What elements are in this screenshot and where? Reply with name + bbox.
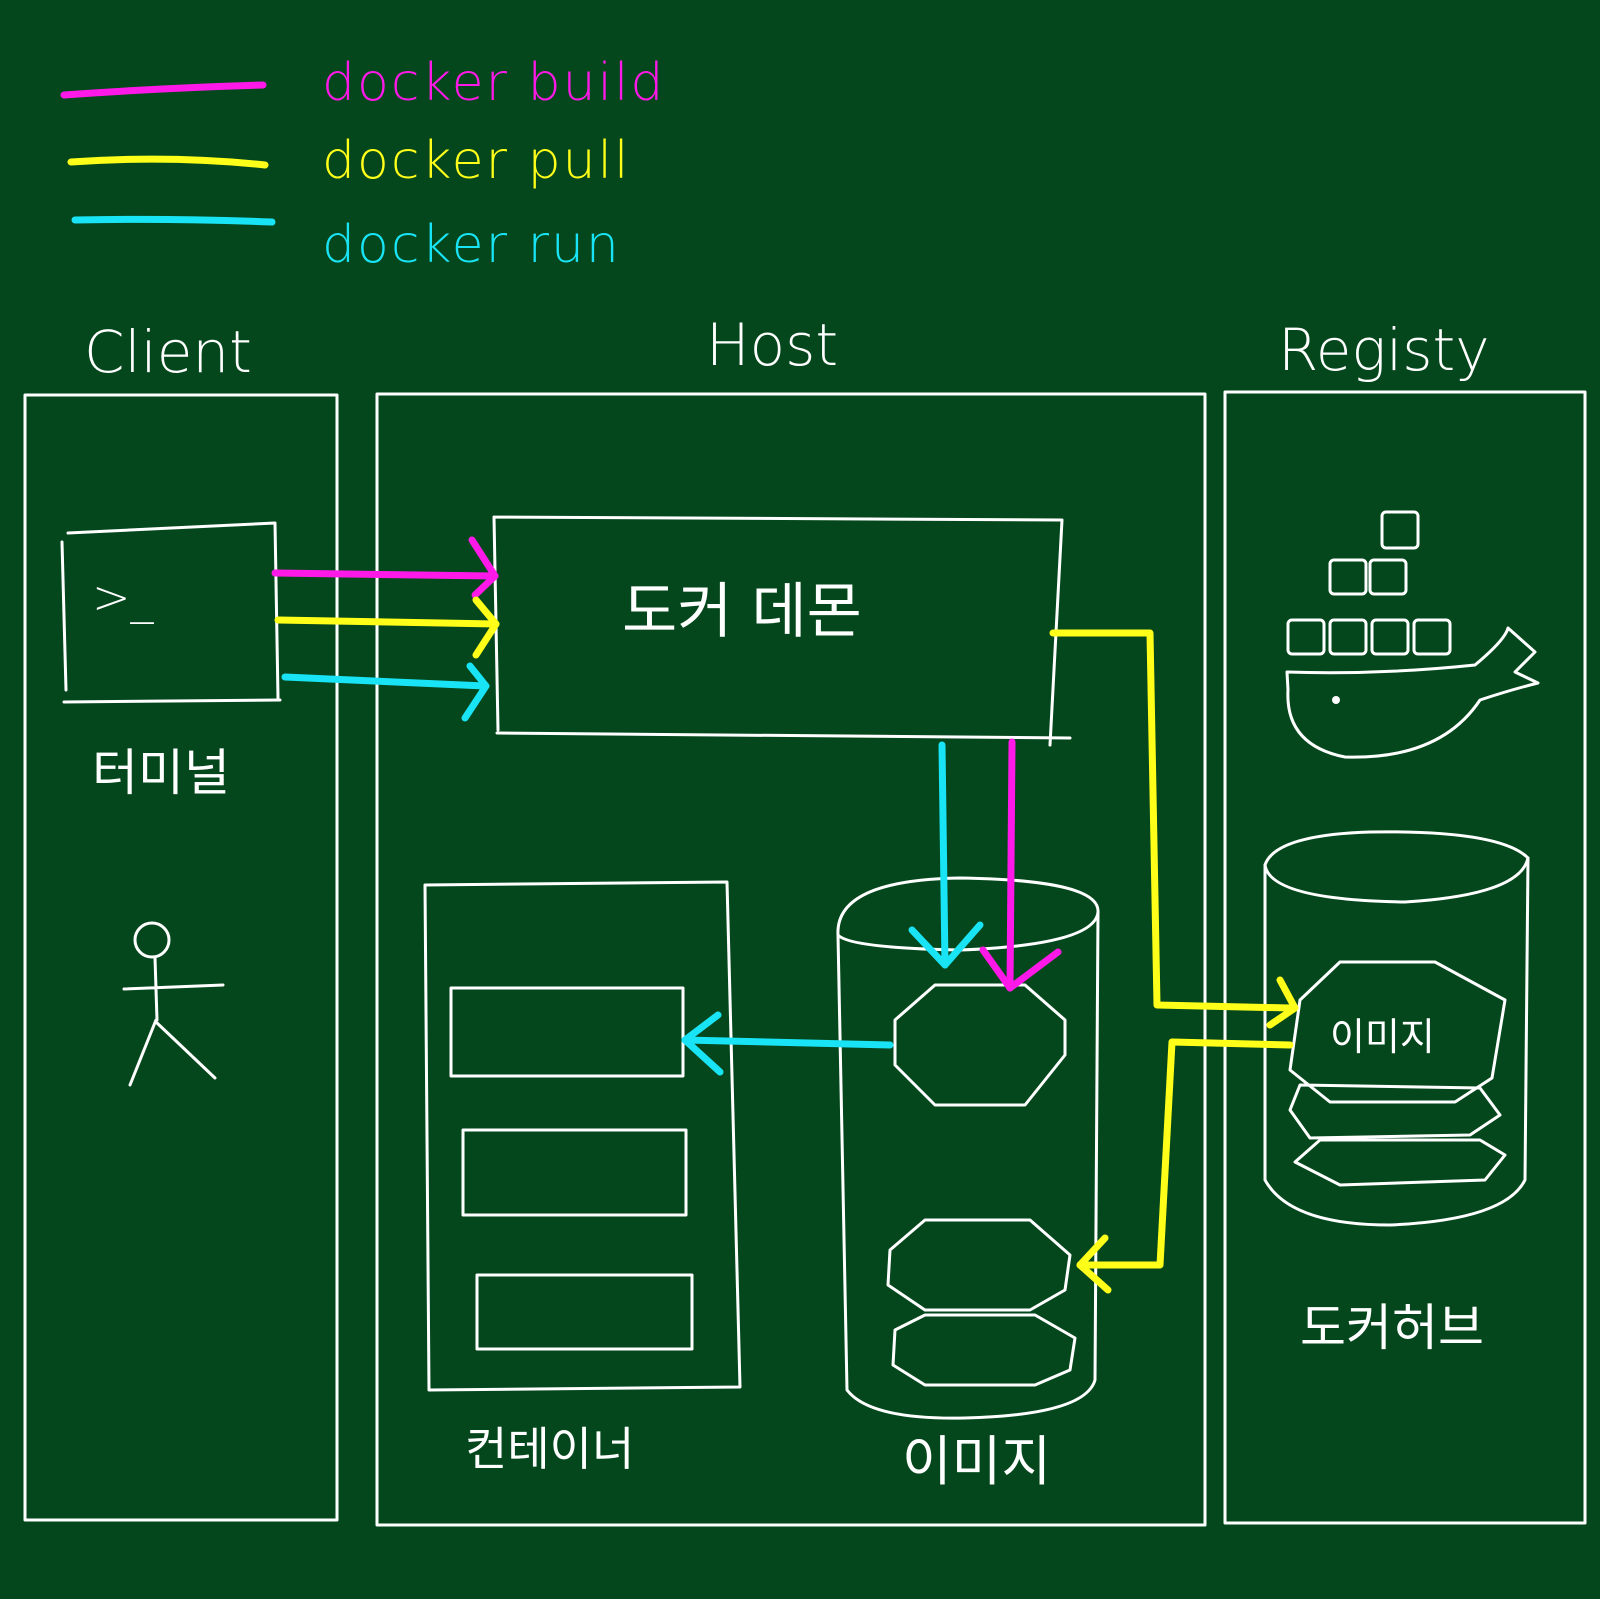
host-images-label: 이미지 bbox=[902, 1430, 1051, 1493]
docker-daemon-label: 도커 데몬 bbox=[622, 577, 862, 647]
registry-image-store: 이미지 도커허브 bbox=[1263, 830, 1530, 1357]
arrow-build-daemon-to-image bbox=[979, 738, 1062, 992]
host-title: Host bbox=[706, 311, 838, 379]
legend-line-pull bbox=[67, 155, 269, 169]
host-panel: 도커 데몬 컨테이너 이미지 bbox=[375, 392, 1207, 1527]
database-icon bbox=[1263, 830, 1530, 904]
container-stack: 컨테이너 bbox=[423, 880, 742, 1476]
person-icon bbox=[122, 921, 225, 1087]
containers-label: 컨테이너 bbox=[465, 1422, 634, 1476]
legend-label-pull: docker pull bbox=[322, 131, 630, 191]
legend-line-run bbox=[71, 215, 276, 226]
legend-item-run: docker run bbox=[71, 215, 621, 275]
registry-image-3 bbox=[1293, 1138, 1507, 1187]
arrow-run-terminal-to-daemon bbox=[281, 662, 490, 722]
arrow-pull-registry-to-host bbox=[1076, 1038, 1294, 1294]
client-panel: >_ 터미널 bbox=[23, 393, 339, 1522]
docker-daemon-box: 도커 데몬 bbox=[492, 515, 1072, 747]
registry-image-label: 이미지 bbox=[1330, 1015, 1435, 1059]
docker-whale-icon bbox=[1285, 510, 1540, 759]
legend: docker build docker pull docker run bbox=[60, 53, 665, 275]
legend-line-build bbox=[60, 81, 267, 99]
legend-item-pull: docker pull bbox=[67, 131, 630, 191]
container-slot-3 bbox=[475, 1273, 694, 1351]
arrow-run-image-to-container bbox=[681, 1011, 894, 1076]
registry-title: Registy bbox=[1278, 316, 1490, 384]
terminal-label: 터미널 bbox=[92, 744, 230, 802]
arrow-build-terminal-to-daemon bbox=[271, 536, 499, 599]
registry-image-2 bbox=[1288, 1083, 1502, 1140]
arrow-run-daemon-to-image bbox=[908, 741, 984, 969]
docker-hub-label: 도커허브 bbox=[1300, 1299, 1484, 1357]
arrow-pull-terminal-to-daemon bbox=[274, 596, 500, 659]
legend-item-build: docker build bbox=[60, 53, 665, 113]
arrow-pull-daemon-to-registry bbox=[1049, 629, 1299, 1029]
host-image-store: 이미지 bbox=[836, 876, 1100, 1493]
container-slot-1 bbox=[449, 986, 685, 1078]
image-layer-1 bbox=[886, 1218, 1072, 1312]
image-layer-2 bbox=[891, 1313, 1077, 1387]
legend-label-build: docker build bbox=[322, 53, 665, 113]
terminal-icon: >_ bbox=[60, 521, 282, 704]
image-icon bbox=[893, 983, 1067, 1107]
terminal-prompt: >_ bbox=[92, 570, 155, 624]
registry-image-1 bbox=[1288, 960, 1507, 1104]
legend-label-run: docker run bbox=[322, 215, 621, 275]
container-slot-2 bbox=[461, 1128, 688, 1217]
registry-panel: 이미지 도커허브 bbox=[1223, 390, 1587, 1525]
client-title: Client bbox=[84, 318, 252, 386]
